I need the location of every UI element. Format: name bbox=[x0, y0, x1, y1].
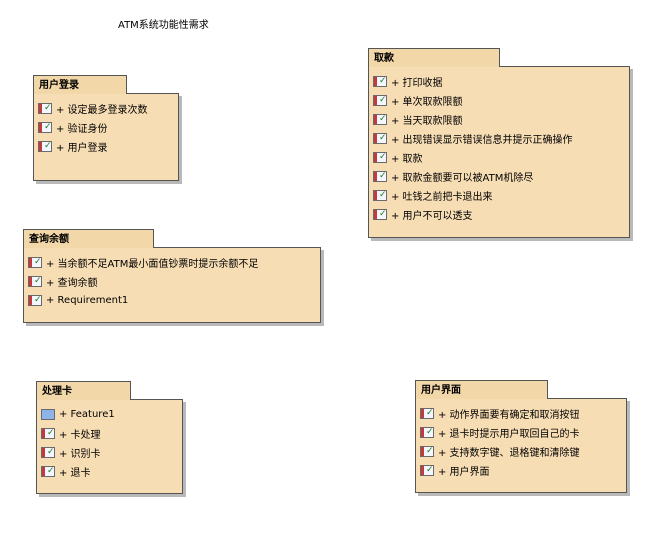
requirement-icon: ✓ bbox=[41, 428, 55, 439]
requirement-label: + 当天取款限额 bbox=[391, 116, 463, 127]
requirement-icon: ✓ bbox=[373, 76, 387, 87]
requirement-icon: ✓ bbox=[373, 133, 387, 144]
requirement-item[interactable]: ✓ + 出现错误显示错误信息并提示正确操作 bbox=[373, 129, 625, 148]
requirement-item[interactable]: ✓ + 单次取款限额 bbox=[373, 91, 625, 110]
package-tab[interactable]: 取款 bbox=[368, 48, 500, 67]
requirement-label: + 动作界面要有确定和取消按钮 bbox=[438, 410, 580, 421]
requirement-icon: ✓ bbox=[373, 190, 387, 201]
requirement-label: + 用户不可以透支 bbox=[391, 211, 473, 222]
requirement-label: + 单次取款限额 bbox=[391, 97, 463, 108]
requirement-item[interactable]: ✓ + 当余额不足ATM最小面值钞票时提示余额不足 bbox=[28, 253, 316, 272]
requirement-label: + 验证身份 bbox=[56, 124, 108, 135]
package-user-interface[interactable]: 用户界面 ✓ + 动作界面要有确定和取消按钮 ✓ + 退卡时提示用户取回自己的卡 ✓… bbox=[415, 380, 627, 493]
requirement-label: + 用户界面 bbox=[438, 467, 490, 478]
diagram-title: ATM系统功能性需求 bbox=[118, 20, 209, 31]
requirement-item[interactable]: ✓ + 查询余额 bbox=[28, 272, 316, 291]
requirement-label: + 查询余额 bbox=[46, 278, 98, 289]
package-body: + Feature1 ✓ + 卡处理 ✓ + 识别卡 ✓ + 退卡 bbox=[36, 399, 183, 494]
requirement-label: + 吐钱之前把卡退出来 bbox=[391, 192, 493, 203]
requirement-item[interactable]: ✓ + 用户界面 bbox=[420, 461, 622, 480]
requirement-item[interactable]: ✓ + 用户不可以透支 bbox=[373, 205, 625, 224]
requirement-item[interactable]: ✓ + 支持数字键、退格键和清除键 bbox=[420, 442, 622, 461]
requirement-label: + 设定最多登录次数 bbox=[56, 105, 148, 116]
package-query-balance[interactable]: 查询余额 ✓ + 当余额不足ATM最小面值钞票时提示余额不足 ✓ + 查询余额 ✓ +… bbox=[23, 229, 321, 323]
requirement-item[interactable]: ✓ + 动作界面要有确定和取消按钮 bbox=[420, 404, 622, 423]
requirement-label: + 识别卡 bbox=[59, 449, 101, 460]
requirement-icon: ✓ bbox=[38, 122, 52, 133]
requirement-label: + 用户登录 bbox=[56, 143, 108, 154]
requirement-item[interactable]: ✓ + 打印收据 bbox=[373, 72, 625, 91]
requirement-item[interactable]: ✓ + 当天取款限额 bbox=[373, 110, 625, 129]
requirement-icon: ✓ bbox=[38, 103, 52, 114]
requirement-item[interactable]: ✓ + 退卡 bbox=[41, 462, 178, 481]
requirement-icon: ✓ bbox=[373, 171, 387, 182]
requirement-icon: ✓ bbox=[28, 295, 42, 306]
requirement-item[interactable]: ✓ + Requirement1 bbox=[28, 291, 316, 310]
package-user-login[interactable]: 用户登录 ✓ + 设定最多登录次数 ✓ + 验证身份 ✓ + 用户登录 bbox=[33, 75, 179, 181]
requirement-label: + 卡处理 bbox=[59, 430, 101, 441]
requirement-item[interactable]: ✓ + 吐钱之前把卡退出来 bbox=[373, 186, 625, 205]
requirement-label: + 出现错误显示错误信息并提示正确操作 bbox=[391, 135, 573, 146]
requirement-label: + 取款金额要可以被ATM机除尽 bbox=[391, 173, 534, 184]
requirement-icon: ✓ bbox=[28, 257, 42, 268]
requirement-label: + 取款 bbox=[391, 154, 423, 165]
requirement-label: + 当余额不足ATM最小面值钞票时提示余额不足 bbox=[46, 259, 259, 270]
feature-icon bbox=[41, 409, 55, 420]
requirement-item[interactable]: ✓ + 卡处理 bbox=[41, 424, 178, 443]
requirement-icon: ✓ bbox=[41, 447, 55, 458]
requirement-icon: ✓ bbox=[420, 408, 434, 419]
package-body: ✓ + 打印收据 ✓ + 单次取款限额 ✓ + 当天取款限额 ✓ + 出现错误显示错误信… bbox=[368, 66, 630, 238]
requirement-label: + 打印收据 bbox=[391, 78, 443, 89]
requirement-label: + Requirement1 bbox=[46, 295, 129, 306]
requirement-icon: ✓ bbox=[373, 114, 387, 125]
requirement-icon: ✓ bbox=[373, 209, 387, 220]
package-tab[interactable]: 处理卡 bbox=[36, 381, 131, 400]
requirement-label: + 退卡时提示用户取回自己的卡 bbox=[438, 429, 580, 440]
requirement-item[interactable]: ✓ + 设定最多登录次数 bbox=[38, 99, 174, 118]
requirement-item[interactable]: ✓ + 取款 bbox=[373, 148, 625, 167]
package-withdraw[interactable]: 取款 ✓ + 打印收据 ✓ + 单次取款限额 ✓ + 当天取款限额 ✓ + 出现错误显示… bbox=[368, 48, 630, 238]
requirement-icon: ✓ bbox=[28, 276, 42, 287]
requirement-item[interactable]: ✓ + 用户登录 bbox=[38, 137, 174, 156]
requirement-icon: ✓ bbox=[373, 152, 387, 163]
requirement-icon: ✓ bbox=[373, 95, 387, 106]
feature-item[interactable]: + Feature1 bbox=[41, 405, 178, 424]
package-body: ✓ + 当余额不足ATM最小面值钞票时提示余额不足 ✓ + 查询余额 ✓ + Requ… bbox=[23, 247, 321, 323]
package-tab[interactable]: 用户界面 bbox=[415, 380, 548, 399]
package-card-handling[interactable]: 处理卡 + Feature1 ✓ + 卡处理 ✓ + 识别卡 ✓ + 退卡 bbox=[36, 381, 183, 494]
requirement-item[interactable]: ✓ + 取款金额要可以被ATM机除尽 bbox=[373, 167, 625, 186]
requirement-icon: ✓ bbox=[420, 465, 434, 476]
package-tab[interactable]: 用户登录 bbox=[33, 75, 127, 94]
package-tab[interactable]: 查询余额 bbox=[23, 229, 154, 248]
package-body: ✓ + 动作界面要有确定和取消按钮 ✓ + 退卡时提示用户取回自己的卡 ✓ + 支持数… bbox=[415, 398, 627, 493]
requirement-icon: ✓ bbox=[38, 141, 52, 152]
requirement-item[interactable]: ✓ + 验证身份 bbox=[38, 118, 174, 137]
requirement-item[interactable]: ✓ + 识别卡 bbox=[41, 443, 178, 462]
requirement-label: + Feature1 bbox=[59, 409, 115, 420]
package-body: ✓ + 设定最多登录次数 ✓ + 验证身份 ✓ + 用户登录 bbox=[33, 93, 179, 181]
requirement-label: + 支持数字键、退格键和清除键 bbox=[438, 448, 580, 459]
requirement-icon: ✓ bbox=[420, 446, 434, 457]
requirement-label: + 退卡 bbox=[59, 468, 91, 479]
requirement-icon: ✓ bbox=[420, 427, 434, 438]
requirement-item[interactable]: ✓ + 退卡时提示用户取回自己的卡 bbox=[420, 423, 622, 442]
requirement-icon: ✓ bbox=[41, 466, 55, 477]
